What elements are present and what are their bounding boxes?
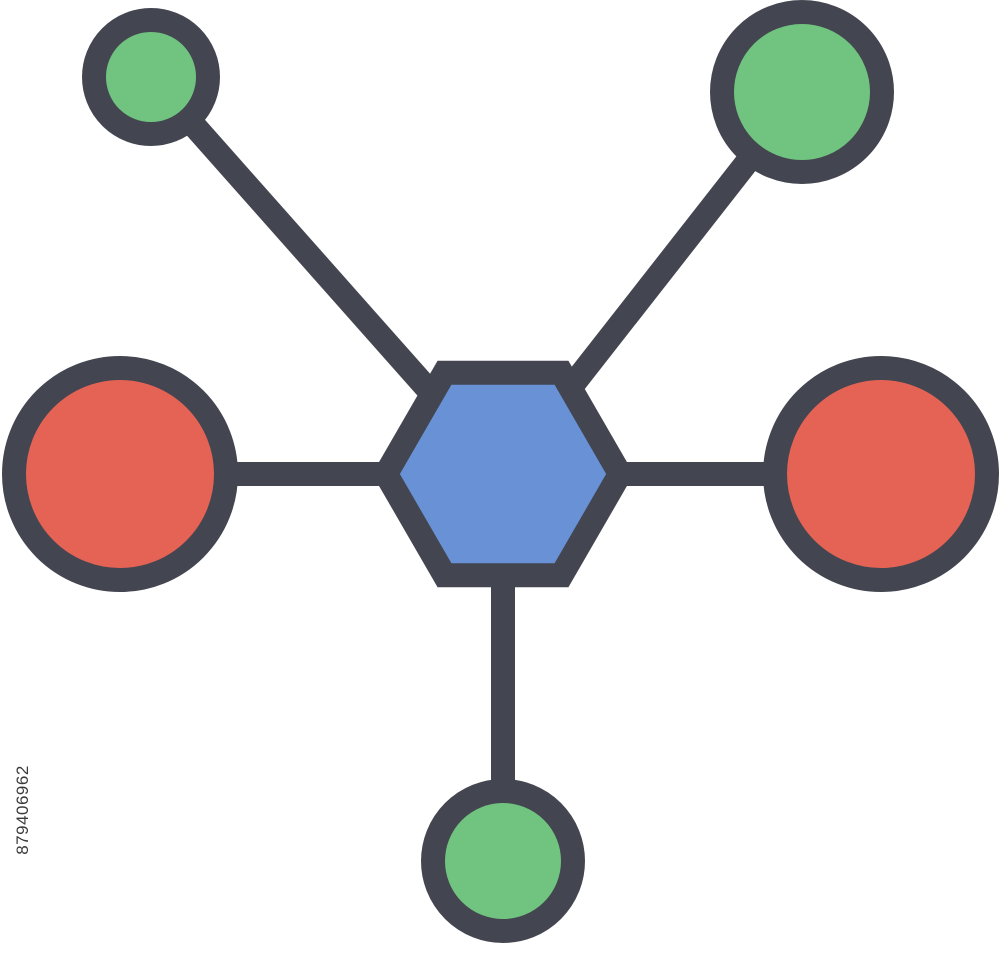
stock-id-watermark: 879406962 bbox=[8, 710, 38, 910]
node-top-left bbox=[82, 8, 220, 146]
node-bottom bbox=[421, 779, 585, 943]
stock-id-text: 879406962 bbox=[13, 765, 32, 855]
hub-hexagon bbox=[372, 360, 634, 588]
node-left bbox=[2, 356, 238, 592]
node-top-right bbox=[710, 0, 894, 184]
node-right bbox=[763, 356, 999, 592]
